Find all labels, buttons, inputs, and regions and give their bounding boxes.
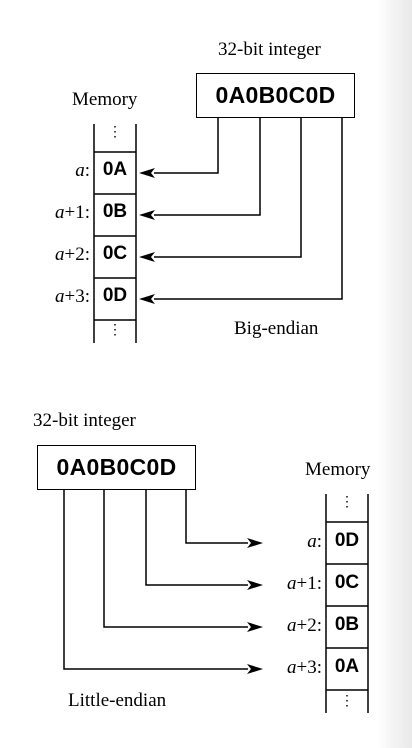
little-endian-integer-caption: 32-bit integer [33,410,136,431]
little-endian-address-3: a+3: [242,657,322,679]
address-offset: : [316,531,322,552]
big-endian-address-3: a+3: [10,286,90,308]
address-offset: +3: [296,657,323,678]
address-offset: : [84,160,90,181]
big-endian-memory-cell-1: 0B [102,201,128,222]
big-endian-memory-cell-2: 0C [102,243,128,264]
big-endian-arrow-byte-0 [139,118,219,178]
little-endian-arrow-byte-0 [63,490,263,674]
little-endian-memory-caption: Memory [305,459,371,480]
big-endian-arrow-byte-1 [139,118,261,220]
little-endian-arrow-byte-1 [103,490,263,632]
big-endian-memory-caption: Memory [72,89,138,110]
big-endian-integer-caption: 32-bit integer [218,39,321,60]
big-endian-integer-box: 0A0B0C0D [196,73,355,118]
little-endian-address-0: a: [242,531,322,553]
little-endian-label: Little-endian [68,690,167,711]
little-endian-arrow-byte-2 [145,490,263,590]
little-endian-memory-cell-0: 0D [334,530,360,551]
big-endian-address-2: a+2: [10,244,90,266]
big-endian-address-1: a+1: [10,202,90,224]
big-endian-label: Big-endian [234,318,319,339]
address-offset: +3: [64,286,91,307]
little-endian-memory-cell-3: 0A [334,656,360,677]
address-variable: a [55,202,65,223]
address-variable: a [75,160,85,181]
address-variable: a [307,531,317,552]
address-variable: a [287,573,297,594]
address-offset: +1: [64,202,91,223]
address-offset: +2: [64,244,91,265]
address-offset: +1: [296,573,323,594]
big-endian-arrow-byte-3 [139,118,343,304]
address-offset: +2: [296,615,323,636]
little-endian-arrow-byte-3 [185,490,263,548]
little-endian-memory-cell-1: 0C [334,572,360,593]
big-endian-memory-cell-3: 0D [102,285,128,306]
address-variable: a [287,657,297,678]
address-variable: a [55,244,65,265]
little-endian-address-1: a+1: [242,573,322,595]
big-endian-memory-cell-0: 0A [102,159,128,180]
big-endian-arrow-byte-2 [139,118,302,262]
little-endian-address-2: a+2: [242,615,322,637]
little-endian-integer-box: 0A0B0C0D [37,445,196,490]
big-endian-address-0: a: [10,160,90,182]
little-endian-memory-cell-2: 0B [334,614,360,635]
address-variable: a [55,286,65,307]
address-variable: a [287,615,297,636]
